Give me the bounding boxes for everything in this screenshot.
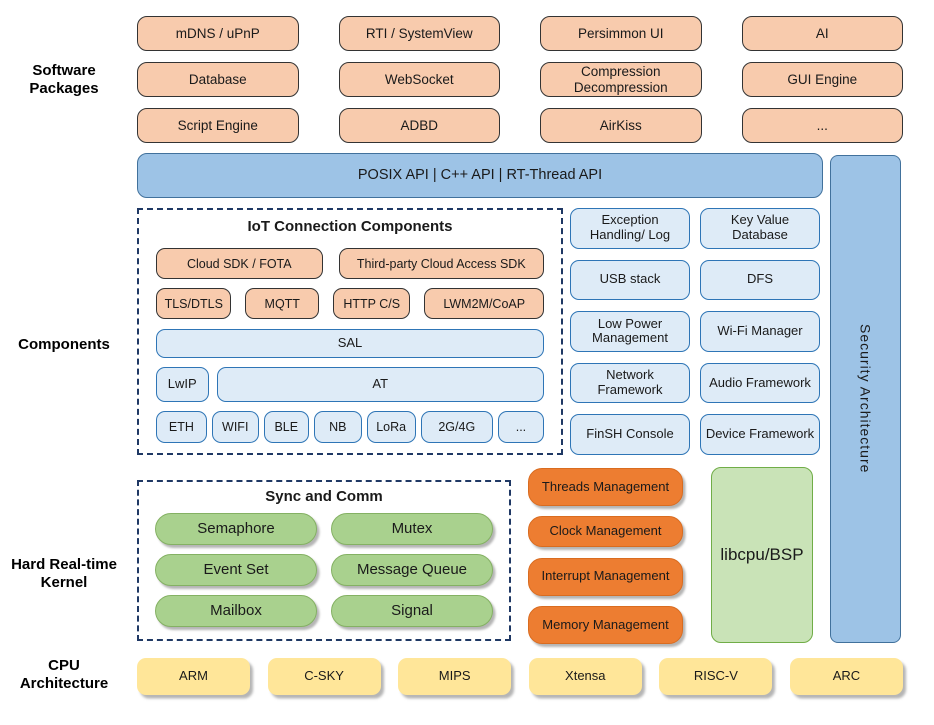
kernel-box-mutex: Mutex (331, 513, 493, 545)
iot-sdk-row: Cloud SDK / FOTA Third-party Cloud Acces… (156, 248, 544, 280)
kernel-box-signal: Signal (331, 595, 493, 627)
iot-box-lwm2m-coap: LWM2M/CoAP (424, 288, 544, 320)
iot-box-cloud-sdk-fota: Cloud SDK / FOTA (156, 248, 323, 280)
iot-network-row: LwIP AT (156, 366, 544, 402)
package-box-adbd: ADBD (338, 108, 500, 143)
iot-protocol-row: TLS/DTLS MQTT HTTP C/S LWM2M/CoAP (156, 288, 544, 320)
cpu-box-xtensa: Xtensa (528, 658, 642, 695)
package-box-more: ... (741, 108, 903, 143)
iot-box-at: AT (216, 366, 544, 402)
component-box-exception-log: Exception Handling/ Log (570, 208, 690, 249)
package-box-database: Database (137, 62, 299, 97)
package-box-compression: Compression Decompression (540, 62, 702, 97)
sync-and-comm-box: Sync and Comm Semaphore Mutex Event Set … (137, 480, 511, 641)
iot-box-wifi: WIFI (211, 410, 259, 443)
component-box-low-power: Low Power Management (570, 311, 690, 352)
component-box-usb-stack: USB stack (570, 259, 690, 301)
cpu-box-c-sky: C-SKY (267, 658, 381, 695)
iot-title: IoT Connection Components (247, 218, 453, 235)
component-box-network-framework: Network Framework (570, 362, 690, 404)
package-box-airkiss: AirKiss (540, 108, 702, 143)
software-packages-grid: mDNS / uPnP RTI / SystemView Persimmon U… (137, 16, 903, 143)
iot-box-thirdparty-sdk: Third-party Cloud Access SDK (338, 248, 544, 280)
package-box-ai: AI (741, 16, 903, 51)
component-box-device-framework: Device Framework (700, 414, 820, 455)
kernel-box-mailbox: Mailbox (155, 595, 317, 627)
cpu-box-arm: ARM (137, 658, 250, 695)
package-box-persimmon-ui: Persimmon UI (540, 16, 702, 51)
cpu-box-risc-v: RISC-V (659, 658, 773, 695)
component-box-audio-framework: Audio Framework (700, 362, 820, 404)
cpu-box-mips: MIPS (398, 658, 512, 695)
api-layer-bar: POSIX API | C++ API | RT-Thread API (137, 153, 823, 198)
cpu-architecture-row: ARM C-SKY MIPS Xtensa RISC-V ARC (137, 658, 903, 695)
kernel-box-message-queue: Message Queue (331, 554, 493, 586)
kernel-box-semaphore: Semaphore (155, 513, 317, 545)
section-label-software-packages: Software Packages (29, 62, 99, 98)
kernel-box-interrupt-management: Interrupt Management (528, 557, 683, 596)
iot-box-lora: LoRa (366, 410, 416, 443)
libcpu-bsp-box: libcpu/BSP (711, 467, 813, 643)
security-architecture-bar: Security Architecture (830, 155, 901, 643)
iot-box-mqtt: MQTT (245, 288, 319, 320)
component-box-finsh-console: FinSH Console (570, 414, 690, 455)
package-box-script-engine: Script Engine (137, 108, 299, 143)
iot-box-more: ... (497, 410, 544, 443)
package-box-websocket: WebSocket (338, 62, 500, 97)
package-box-gui-engine: GUI Engine (741, 62, 903, 97)
sync-and-comm-title: Sync and Comm (265, 488, 383, 505)
sync-and-comm-grid: Semaphore Mutex Event Set Message Queue … (155, 513, 493, 627)
iot-box-eth: ETH (156, 410, 207, 443)
package-box-mdns-upnp: mDNS / uPnP (137, 16, 299, 51)
components-grid: Exception Handling/ Log Key Value Databa… (570, 208, 820, 455)
component-box-dfs: DFS (700, 259, 820, 301)
kernel-box-clock-management: Clock Management (528, 516, 683, 548)
package-box-rti-systemview: RTI / SystemView (338, 16, 500, 51)
iot-box-tls-dtls: TLS/DTLS (156, 288, 232, 320)
kernel-box-threads-management: Threads Management (528, 468, 683, 506)
iot-box-sal: SAL (156, 328, 544, 358)
iot-box-http-cs: HTTP C/S (333, 288, 411, 320)
section-label-cpu: CPU Architecture (19, 657, 109, 693)
section-label-components: Components (18, 336, 110, 353)
cpu-box-arc: ARC (789, 658, 903, 695)
kernel-box-memory-management: Memory Management (528, 605, 683, 644)
kernel-management-column: Threads Management Clock Management Inte… (528, 468, 683, 644)
iot-box-2g4g: 2G/4G (420, 410, 493, 443)
kernel-box-event-set: Event Set (155, 554, 317, 586)
iot-box-nb: NB (313, 410, 362, 443)
component-box-key-value-db: Key Value Database (700, 208, 820, 249)
iot-connection-components-box: IoT Connection Components Cloud SDK / FO… (137, 208, 563, 455)
section-label-kernel: Hard Real-time Kernel (11, 556, 117, 592)
iot-box-ble: BLE (263, 410, 309, 443)
iot-link-row: ETH WIFI BLE NB LoRa 2G/4G ... (156, 410, 544, 443)
component-box-wifi-manager: Wi-Fi Manager (700, 311, 820, 352)
security-architecture-label: Security Architecture (857, 324, 874, 474)
iot-box-lwip: LwIP (156, 366, 209, 402)
